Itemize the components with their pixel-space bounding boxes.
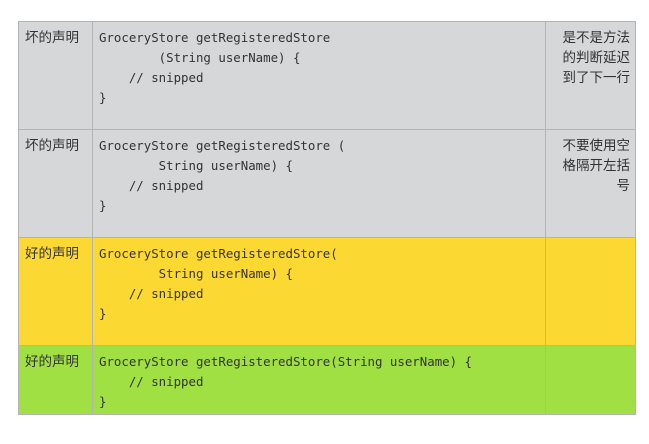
code-cell: GroceryStore getRegisteredStore( String … (92, 237, 546, 346)
table-row: 坏的声明 GroceryStore getRegisteredStore ( S… (18, 129, 636, 238)
note-cell: 不要使用空格隔开左括号 (545, 129, 636, 238)
table-row: 好的声明 GroceryStore getRegisteredStore(Str… (18, 345, 636, 415)
note-cell (545, 237, 636, 346)
note-cell: 是不是方法的判断延迟到了下一行 (545, 21, 636, 130)
row-label: 坏的声明 (18, 129, 93, 238)
note-cell (545, 345, 636, 415)
code-cell: GroceryStore getRegisteredStore ( String… (92, 129, 546, 238)
code-cell: GroceryStore getRegisteredStore(String u… (92, 345, 546, 415)
row-label: 好的声明 (18, 345, 93, 415)
row-label: 好的声明 (18, 237, 93, 346)
declaration-comparison-table: 坏的声明 GroceryStore getRegisteredStore (St… (18, 21, 636, 415)
code-snippet: GroceryStore getRegisteredStore (String … (99, 30, 331, 105)
table-row: 好的声明 GroceryStore getRegisteredStore( St… (18, 237, 636, 346)
code-cell: GroceryStore getRegisteredStore (String … (92, 21, 546, 130)
table-row: 坏的声明 GroceryStore getRegisteredStore (St… (18, 21, 636, 130)
code-snippet: GroceryStore getRegisteredStore(String u… (99, 354, 472, 409)
row-label: 坏的声明 (18, 21, 93, 130)
code-snippet: GroceryStore getRegisteredStore( String … (99, 246, 338, 321)
code-snippet: GroceryStore getRegisteredStore ( String… (99, 138, 346, 213)
